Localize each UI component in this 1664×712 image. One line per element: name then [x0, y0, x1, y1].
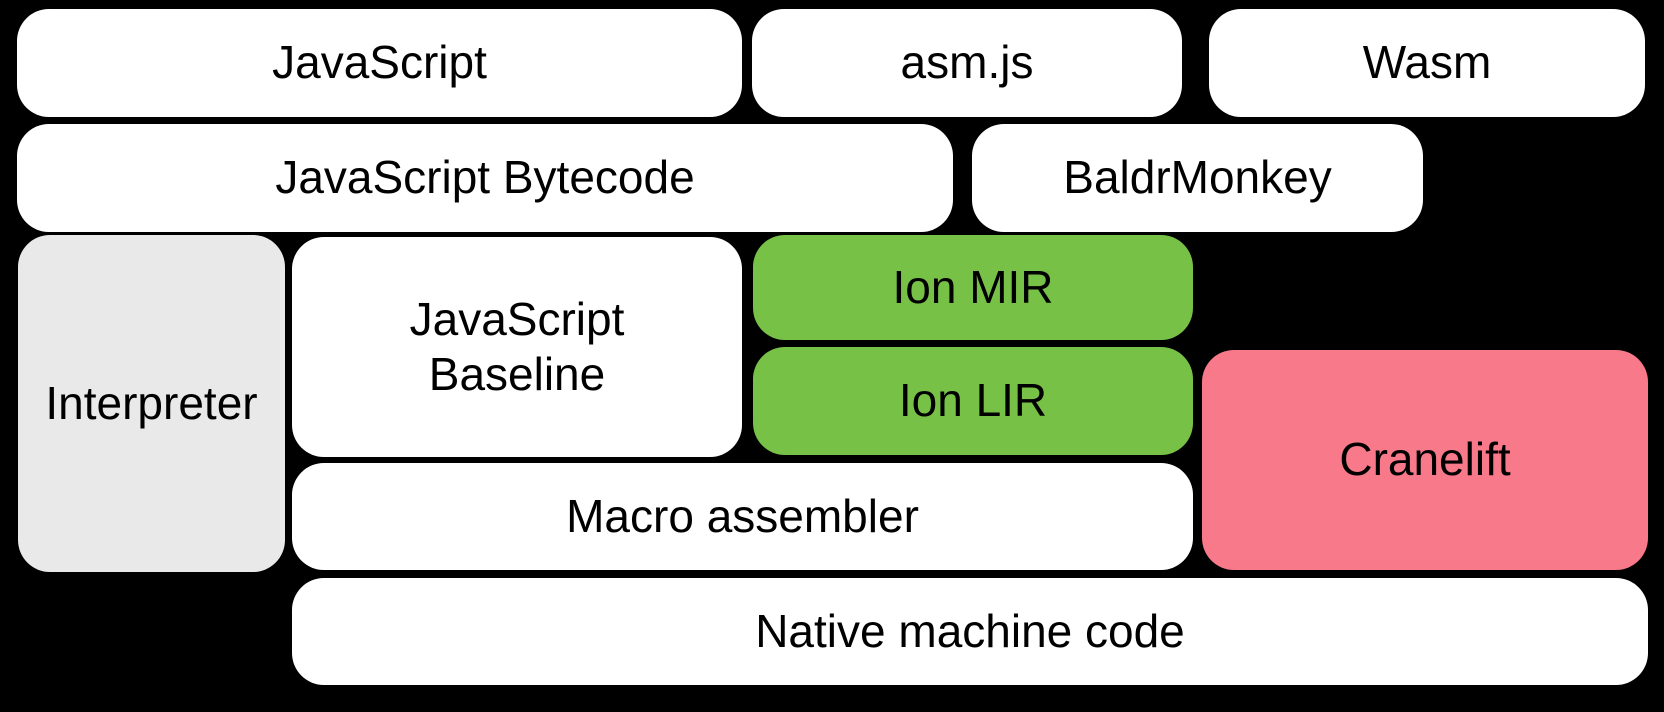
javascript-label: JavaScript — [272, 36, 487, 89]
box-baldrmonkey: BaldrMonkey — [972, 124, 1423, 232]
cranelift-label: Cranelift — [1339, 433, 1511, 486]
box-macro-assembler: Macro assembler — [292, 463, 1193, 570]
box-javascript-baseline: JavaScript Baseline — [292, 237, 742, 457]
wasm-label: Wasm — [1362, 36, 1492, 89]
interpreter-label: Interpreter — [45, 376, 258, 429]
box-cranelift: Cranelift — [1202, 350, 1648, 570]
box-native-machine-code: Native machine code — [292, 578, 1648, 685]
native-machine-code-label: Native machine code — [755, 604, 1185, 657]
ion-lir-label: Ion LIR — [898, 374, 1048, 427]
box-javascript: JavaScript — [17, 9, 742, 117]
javascript-bytecode-label: JavaScript Bytecode — [275, 151, 695, 204]
box-interpreter: Interpreter — [18, 235, 285, 572]
asmjs-label: asm.js — [900, 36, 1034, 89]
box-ion-lir: Ion LIR — [753, 347, 1193, 455]
box-wasm: Wasm — [1209, 9, 1645, 117]
javascript-baseline-label: JavaScript Baseline — [409, 292, 625, 400]
macro-assembler-label: Macro assembler — [566, 489, 919, 542]
box-ion-mir: Ion MIR — [753, 235, 1193, 340]
baldrmonkey-label: BaldrMonkey — [1063, 151, 1332, 204]
box-javascript-bytecode: JavaScript Bytecode — [17, 124, 953, 232]
box-asmjs: asm.js — [752, 9, 1182, 117]
ion-mir-label: Ion MIR — [892, 260, 1054, 313]
